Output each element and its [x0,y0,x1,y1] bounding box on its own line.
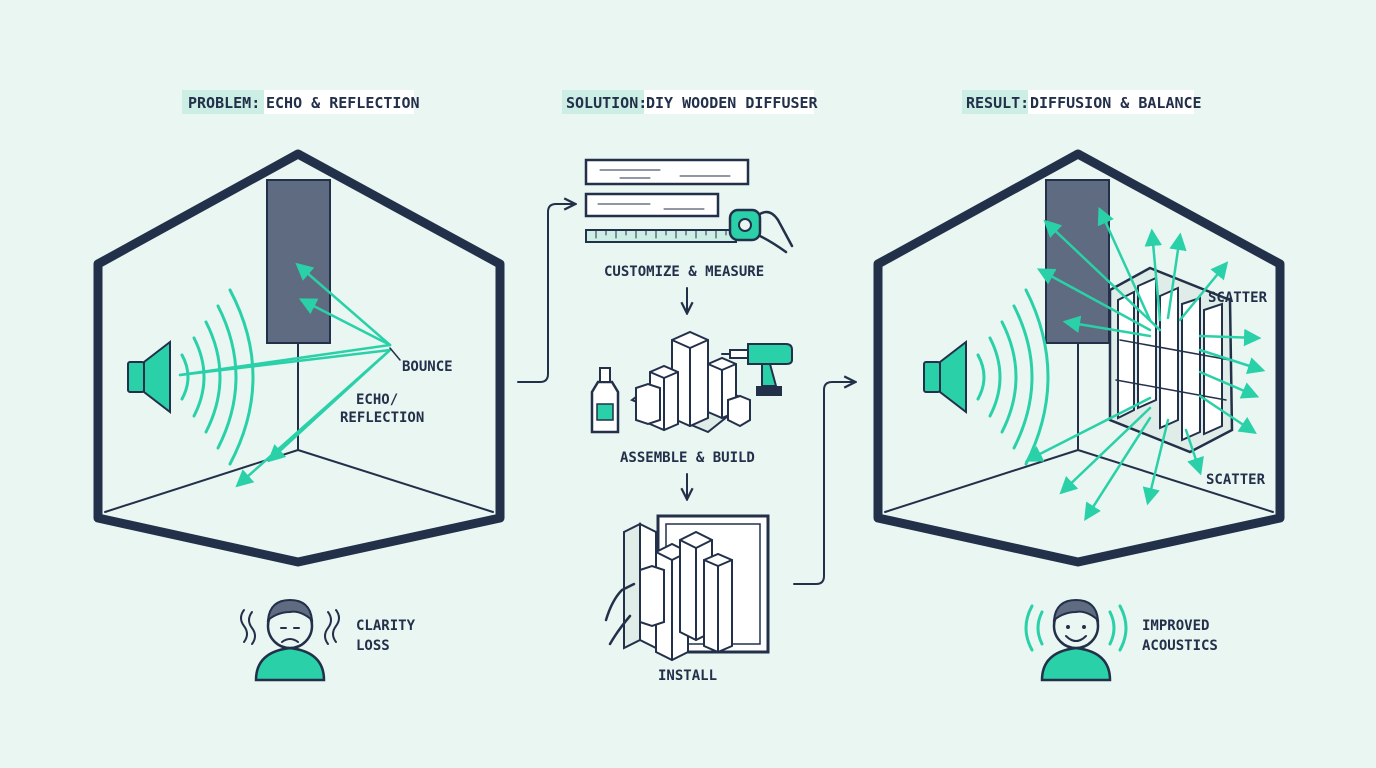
scatter-label-bottom: SCATTER [1206,472,1266,488]
problem-room-frame [93,149,505,567]
echo-label-line1: ECHO/ [356,392,398,408]
scatter-label-top: SCATTER [1208,290,1268,306]
improved-label-line2: ACOUSTICS [1142,638,1218,654]
problem-reflection-rays-icon [178,262,401,488]
installed-diffuser-icon [1108,266,1234,454]
step2-build-illustration [590,330,793,434]
improved-label-line1: IMPROVED [1142,618,1209,634]
result-sound-waves-icon [976,288,1050,466]
result-room: SCATTER SCATTER [873,149,1285,567]
bounce-label: BOUNCE [402,359,453,375]
step1-label: CUSTOMIZE & MEASURE [604,264,764,280]
step3-label: INSTALL [658,668,717,684]
header-problem: PROBLEM: ECHO & REFLECTION [182,90,420,114]
header-solution-text: DIY WOODEN DIFFUSER [646,94,819,112]
header-solution-key: SOLUTION: [566,94,647,112]
power-drill-icon [721,343,793,396]
result-room-frame [873,149,1285,567]
result-wall-panel [1045,179,1110,344]
header-problem-key: PROBLEM: [188,94,260,112]
result-speaker-icon [923,339,967,415]
clarity-label-line1: CLARITY [356,618,416,634]
problem-speaker-icon [127,339,171,415]
flow-arrow-problem-to-solution [517,204,574,383]
wood-blocks-icon [630,330,751,434]
step2-label: ASSEMBLE & BUILD [620,450,755,466]
header-result-key: RESULT: [966,94,1029,112]
problem-sound-waves-icon [180,288,255,466]
header-solution: SOLUTION: DIY WOODEN DIFFUSER [562,90,819,114]
scatter-rays-icon [1024,206,1266,521]
echo-label-line2: REFLECTION [340,410,424,426]
hand-icon [758,210,794,254]
header-result: RESULT: DIFFUSION & BALANCE [962,90,1202,114]
step3-install-illustration [604,514,770,662]
header-problem-text: ECHO & REFLECTION [266,94,420,112]
clarity-label-line2: LOSS [356,638,390,654]
sad-listener-icon [240,598,340,682]
happy-listener-icon [1024,598,1128,682]
problem-room: BOUNCE ECHO/ REFLECTION [93,149,505,567]
header-result-text: DIFFUSION & BALANCE [1030,94,1202,112]
install-hand-icon [604,582,636,646]
diffuser-panel-icon [623,522,733,662]
step1-measure-illustration [584,158,794,254]
problem-wall-panel [266,179,331,344]
flow-arrow-solution-to-result [793,382,854,585]
